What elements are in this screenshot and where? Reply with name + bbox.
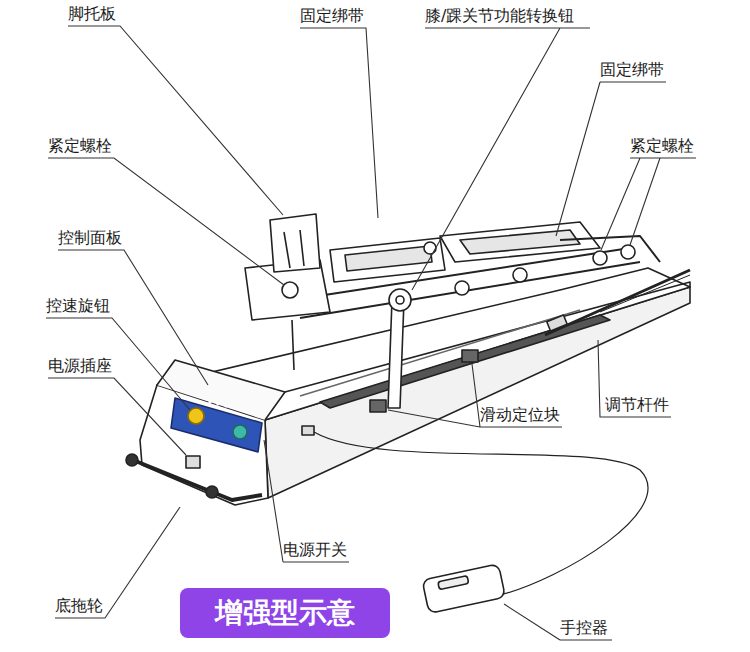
- part-label: 控制面板: [58, 228, 122, 248]
- badge-text: 增强型示意: [215, 596, 355, 630]
- part-label: 电源开关: [283, 540, 347, 560]
- title-badge: 增强型示意: [180, 588, 390, 638]
- part-label: 固定绑带: [600, 60, 664, 80]
- part-label: 控速旋钮: [46, 296, 110, 316]
- part-label: 紧定螺栓: [630, 136, 694, 156]
- part-label: 电源插座: [48, 356, 112, 376]
- part-label: 紧定螺栓: [48, 136, 112, 156]
- part-label: 底拖轮: [55, 596, 103, 616]
- part-label: 脚托板: [68, 4, 116, 24]
- leader-lines: [46, 26, 696, 640]
- part-label: 膝/踝关节功能转换钮: [425, 6, 574, 26]
- part-label: 滑动定位块: [480, 405, 560, 425]
- part-label: 调节杆件: [605, 395, 669, 415]
- part-label: 手控器: [560, 618, 608, 638]
- part-label: 固定绑带: [300, 6, 364, 26]
